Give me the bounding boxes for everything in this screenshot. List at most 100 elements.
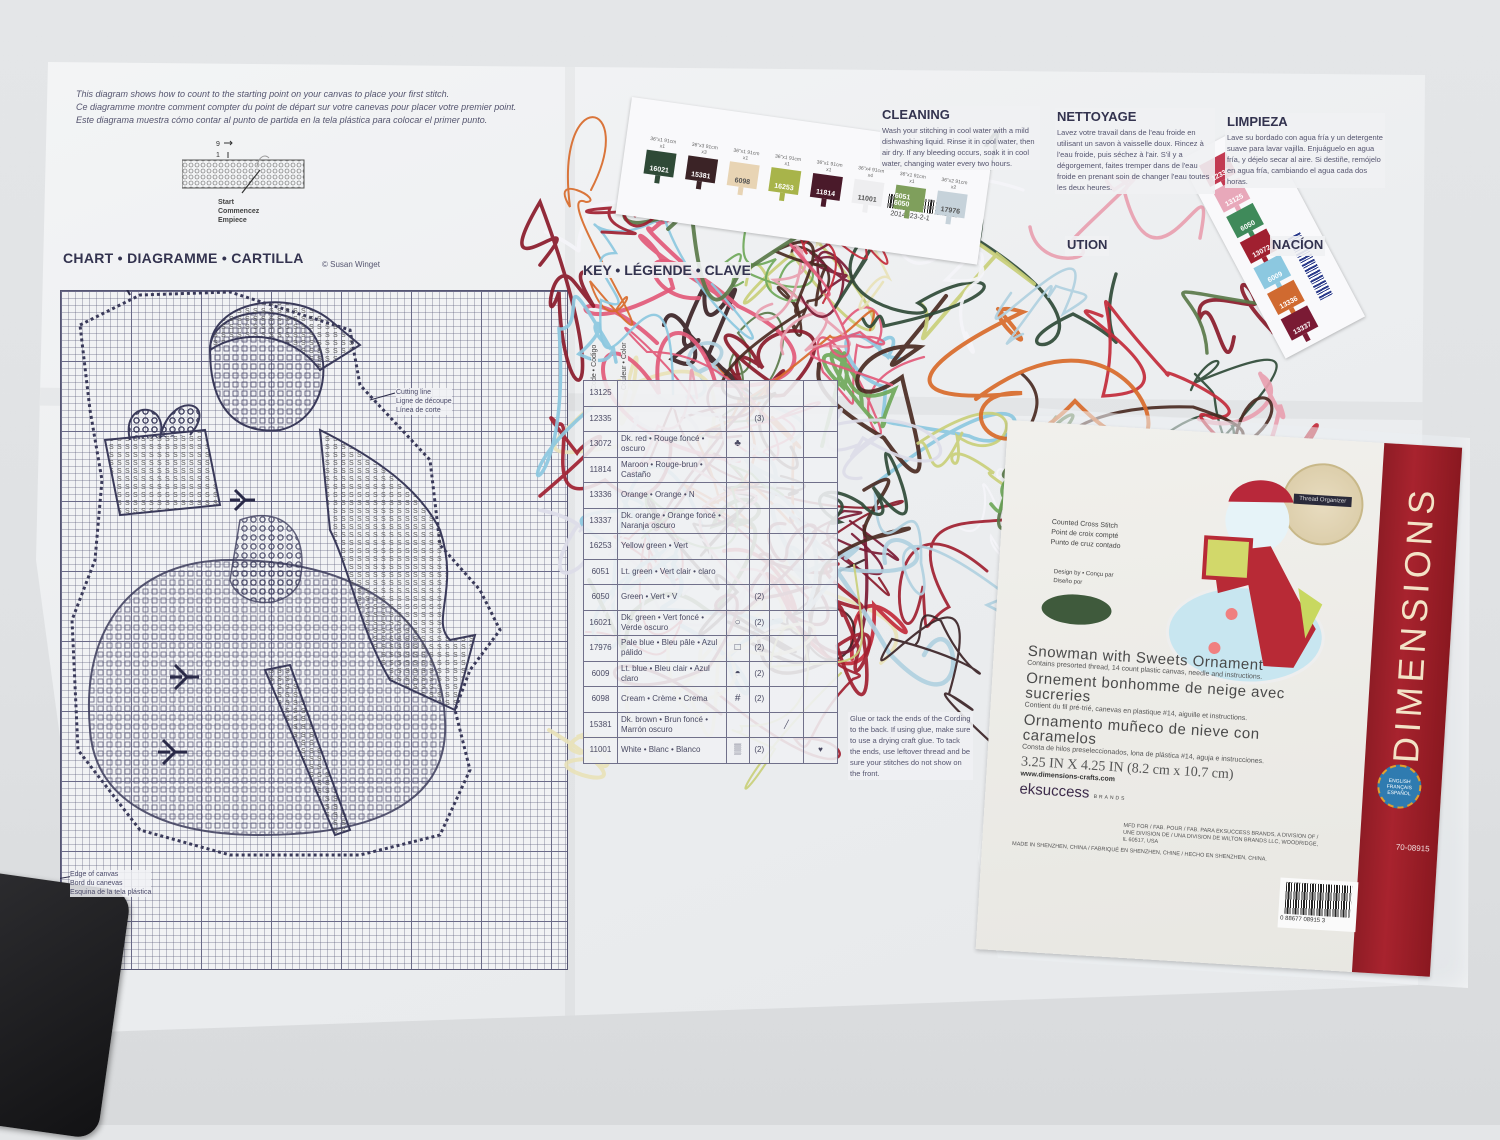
edge-of-canvas-label: Edge of canvas Bord du canevas Esquina d… (70, 870, 152, 897)
brand-logo: DIMENSIONS (1384, 484, 1443, 765)
legend-code: 13125 (582, 380, 619, 407)
chart-copyright: © Susan Winget (322, 260, 380, 269)
legend-french-knot (802, 405, 839, 432)
instruction-line: This diagram shows how to count to the s… (76, 89, 450, 99)
legend-backstitch (768, 609, 804, 636)
swatch-tab (695, 180, 702, 190)
candy-cane (263, 663, 352, 837)
product-description: Snowman with Sweets Ornament Contains pr… (1019, 643, 1328, 817)
legend-backstitch (768, 686, 804, 713)
floss-strand (958, 468, 1077, 587)
floss-strand (593, 215, 754, 396)
legend-french-knot (802, 380, 839, 407)
snowman-chart-drawing: S (60, 290, 502, 879)
legend-color-name (617, 380, 727, 407)
legend-color-name: Orange • Orange • N (617, 482, 727, 509)
scarf (318, 428, 477, 712)
legend-color-name: Dk. brown • Brun foncé • Marrón oscuro (617, 711, 727, 738)
legend-title: KEY • LÉGENDE • CLAVE (583, 262, 751, 278)
thread-code: 16253 (773, 182, 795, 193)
thread-code: 11001 (857, 194, 878, 205)
swatch-tab (945, 215, 952, 225)
legend-color-name: Cream • Crème • Crema (617, 686, 727, 713)
legend-symbol: ♣ (725, 431, 750, 458)
swatch-tab (862, 204, 869, 213)
barcode (1284, 881, 1353, 918)
legend-french-knot (802, 686, 839, 713)
legend-code: 11001 (582, 737, 619, 764)
floss-strand (789, 243, 894, 387)
legend-backstitch (768, 431, 804, 458)
caution-heading: UTION (1065, 236, 1110, 256)
legend-code: 13336 (582, 482, 619, 509)
legend-symbol (725, 405, 750, 432)
thread-code: 6051 6050 (893, 192, 911, 209)
thread-code: 6098 (734, 177, 751, 187)
floss-strand (816, 293, 949, 474)
care-text: Lavez votre travail dans de l'eau froide… (1057, 128, 1210, 192)
legend-code: 13337 (582, 507, 619, 534)
legend-symbol (725, 380, 750, 407)
legend-symbol (725, 533, 750, 560)
upc-label: 0 88677 08915 3 (1277, 877, 1359, 933)
legend-backstitch (768, 558, 804, 585)
legend-strands (748, 456, 770, 483)
care-text: Lave su bordado con agua fría y un deter… (1227, 133, 1383, 186)
gingerbread (229, 515, 303, 604)
legend-strands: (2) (748, 660, 770, 687)
legend-row: 12335(3) (582, 405, 839, 432)
start-label-en: Start (218, 199, 234, 206)
callout-line: Edge of canvas (70, 871, 119, 878)
peppermint-icon (230, 488, 255, 512)
legend-color-name: Yellow green • Vert (617, 533, 727, 560)
legend-symbol (725, 482, 750, 509)
legend-color-name: White • Blanc • Blanco (617, 737, 727, 764)
legend-french-knot (802, 507, 839, 534)
legend-french-knot (802, 533, 839, 560)
legend-french-knot (802, 711, 839, 738)
legend-strands: (2) (748, 584, 770, 611)
thread-length: 36"x1 91cm x1 (649, 135, 677, 151)
legend-french-knot: ♥ (802, 737, 839, 764)
snowman-body (87, 558, 447, 837)
partial-heading: NACÍON (1272, 237, 1324, 252)
legend-french-knot (802, 635, 839, 662)
floss-strand (816, 306, 926, 436)
legend-color-name: Green • Vert • V (617, 584, 727, 611)
legend-row: 13125 (582, 380, 839, 407)
instruction-line: Ce diagramme montre comment compter du p… (76, 102, 517, 112)
callout-line: Esquina de la tela plástica (70, 889, 152, 896)
legend-backstitch (768, 482, 804, 509)
callout-line: Cutting line (396, 389, 432, 396)
start-label: Start Commencez Empiece (218, 198, 259, 225)
thread-length: 36"x1 91cm x1 (816, 159, 843, 174)
legend-backstitch (768, 405, 804, 432)
legend-backstitch (768, 584, 804, 611)
legend-symbol: ◓ (725, 660, 750, 687)
start-instructions: This diagram shows how to count to the s… (76, 88, 516, 127)
legend-backstitch (768, 533, 804, 560)
legend-symbol (725, 507, 750, 534)
peppermint-candies (158, 488, 255, 766)
thread-code: 11814 (815, 188, 836, 199)
legend-code: 6051 (582, 558, 619, 585)
legend-strands (748, 558, 770, 585)
floss-strand (994, 267, 1088, 345)
floss-strand (724, 230, 814, 302)
designer-signature-logo (1040, 592, 1113, 627)
legend-strands: (2) (748, 737, 770, 764)
care-title: NETTOYAGE (1057, 109, 1137, 124)
combinacion-heading: NACÍON (1270, 236, 1326, 256)
floss-strand (880, 614, 998, 749)
thread-length: 36"x1 91cm x1 (774, 153, 802, 168)
legend-color-name (617, 405, 727, 432)
